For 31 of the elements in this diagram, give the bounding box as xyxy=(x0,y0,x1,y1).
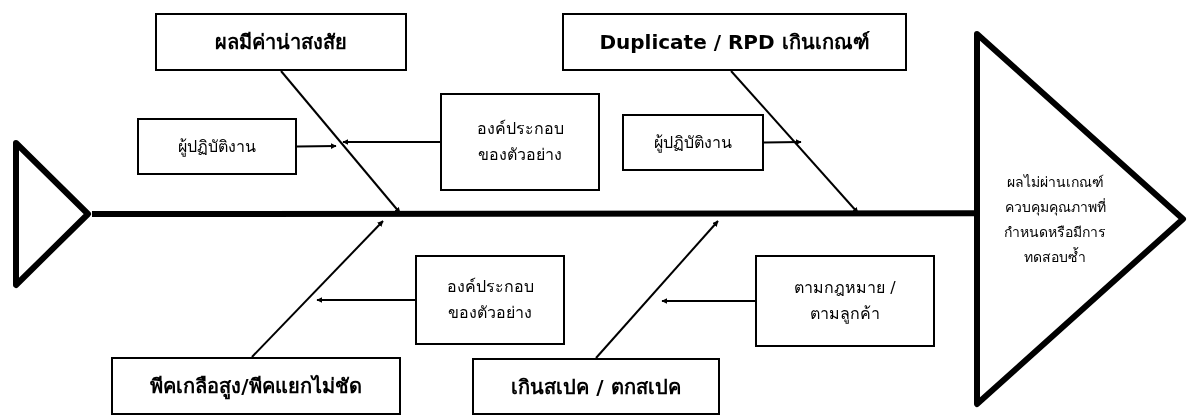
effect-label: ผลไม่ผ่านเกณฑ์ควบคุมคุณภาพที่กำหนดหรือมีการทดสอบซ้ำ xyxy=(1003,173,1107,267)
arrow xyxy=(595,220,719,359)
arrow xyxy=(730,70,859,214)
category-box xyxy=(472,358,720,415)
arrow xyxy=(661,298,756,304)
cause-label: ผู้ปฏิบัติงาน xyxy=(178,135,256,159)
arrow xyxy=(342,139,441,145)
arrow xyxy=(316,297,416,303)
cause-box xyxy=(622,114,764,171)
category-label: Duplicate / RPD เกินเกณฑ์ xyxy=(599,29,870,56)
cause-label: ตามกฎหมาย / ตามลูกค้า xyxy=(793,277,897,326)
category-label: เกินสเปค / ตกสเปค xyxy=(511,373,681,401)
category-box xyxy=(155,13,407,71)
cause-box xyxy=(755,255,935,347)
arrow xyxy=(763,139,802,146)
cause-box xyxy=(137,118,297,175)
cause-box xyxy=(415,255,565,345)
effect-triangle xyxy=(973,30,1187,408)
category-box xyxy=(562,13,907,71)
category-box xyxy=(111,357,401,415)
tail-triangle xyxy=(12,139,92,289)
cause-label: ผู้ปฏิบัติงาน xyxy=(654,131,732,155)
cause-box xyxy=(440,93,600,191)
category-label: พีคเกลือสูง/พีคแยกไม่ชัด xyxy=(150,373,362,402)
category-label: ผลมีค่าน่าสงสัย xyxy=(215,29,347,56)
arrow xyxy=(296,143,337,150)
cause-label: องค์ประกอบของตัวอย่าง xyxy=(475,118,565,166)
arrow xyxy=(250,220,384,358)
cause-label: องค์ประกอบของตัวอย่าง xyxy=(445,276,535,324)
arrow xyxy=(280,70,401,214)
spine-line xyxy=(92,210,976,217)
